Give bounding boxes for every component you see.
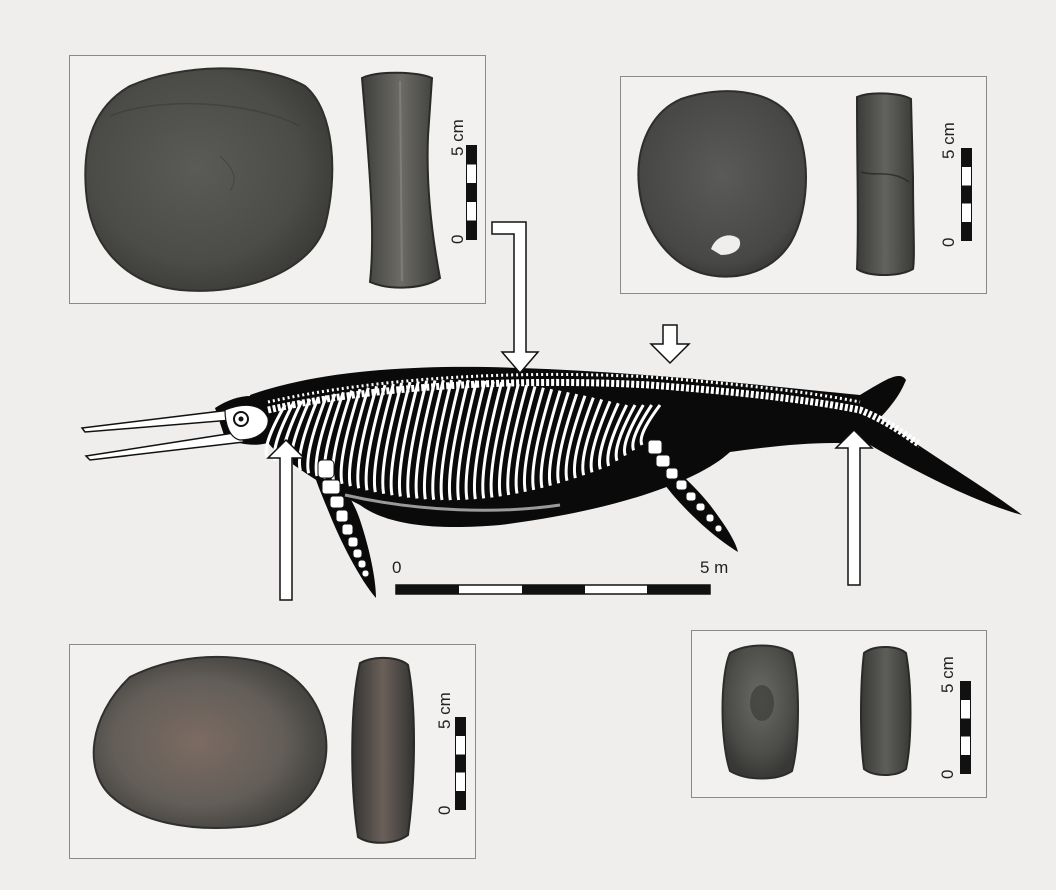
skeleton-scale-label-max: 5 m [700,558,728,578]
scale-bar-5m [396,585,710,594]
arrow-to-tail-vertebra [651,325,689,363]
arrow-to-dorsal-vertebra [492,222,538,373]
upper-jaw [82,410,232,432]
skeleton-scale-label-zero: 0 [392,558,401,578]
lower-jaw [86,432,244,460]
arrow-to-caudal-vertebra [836,430,872,585]
ichthyosaur-skeleton-icon [82,367,1022,598]
